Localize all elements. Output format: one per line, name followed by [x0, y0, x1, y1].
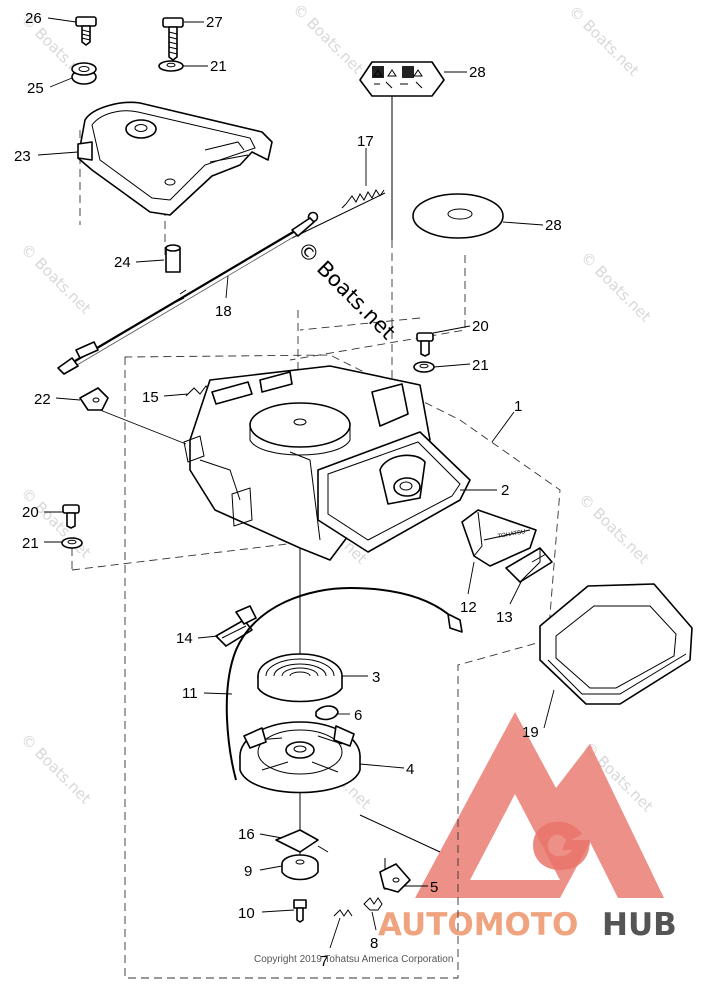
logo-g-mark [533, 821, 590, 870]
logo-word-hub: HUB [602, 907, 677, 943]
rope-11 [225, 586, 463, 781]
cable-18 [57, 211, 319, 375]
logo-word-automoto: AUTOMOTO [378, 907, 578, 943]
bolt-27 [162, 17, 184, 61]
washer-21-left [61, 537, 83, 549]
callout-10: 10 [238, 905, 255, 922]
callout-6: 6 [354, 707, 362, 724]
copyright-text: Copyright 2019 Tohatsu America Corporati… [254, 954, 453, 965]
washer-21-top [158, 60, 184, 72]
callout-21: 21 [22, 535, 39, 552]
bolt-20-right [416, 332, 434, 357]
center-watermark: © Boats.net [292, 237, 400, 345]
handle-brand-text: TOHATSU [497, 529, 526, 540]
callout-1: 1 [514, 398, 522, 415]
washer-21-right [413, 361, 435, 373]
callout-28: 28 [469, 64, 486, 81]
spring-17 [341, 189, 385, 209]
callout-12: 12 [460, 599, 477, 616]
clip-6 [315, 705, 339, 721]
starter-handle-12: TOHATSU [461, 509, 537, 567]
callout-18: 18 [215, 303, 232, 320]
bolt-26 [75, 16, 97, 46]
callout-20: 20 [472, 318, 489, 335]
callout-28: 28 [545, 217, 562, 234]
callout-4: 4 [406, 761, 414, 778]
handle-plate-2 [317, 431, 471, 553]
spring-8 [363, 897, 383, 911]
spring-7 [333, 909, 353, 917]
collar-25 [71, 62, 97, 85]
callout-16: 16 [238, 826, 255, 843]
starter-housing-1 [183, 365, 431, 561]
callout-7: 7 [320, 953, 328, 970]
callout-layer: 26 27 21 25 28 23 17 28 24 18 20 21 22 1… [14, 10, 562, 970]
cap-9 [281, 854, 319, 881]
cover-19 [539, 583, 693, 705]
callout-27: 27 [206, 14, 223, 31]
watermark: © Boats.net [565, 2, 643, 80]
callout-23: 23 [14, 148, 31, 165]
pulley-4 [239, 721, 361, 794]
callout-26: 26 [25, 10, 42, 27]
callout-15: 15 [142, 389, 159, 406]
grip-13 [505, 547, 553, 583]
disc-28 [412, 193, 504, 239]
spring-3 [257, 653, 343, 703]
callout-8: 8 [370, 935, 378, 952]
callout-20: 20 [22, 504, 39, 521]
cover-23 [77, 101, 273, 216]
callout-13: 13 [496, 609, 513, 626]
callout-2: 2 [501, 482, 509, 499]
callout-22: 22 [34, 391, 51, 408]
logo-triangle [415, 712, 664, 898]
callout-3: 3 [372, 669, 380, 686]
callout-14: 14 [176, 630, 193, 647]
callout-19: 19 [522, 724, 539, 741]
callout-5: 5 [430, 879, 438, 896]
screw-10 [293, 899, 307, 923]
watermark: © Boats.net [289, 0, 367, 78]
watermark: © Boats.net [17, 240, 95, 318]
bolt-20-left [62, 504, 80, 529]
callout-21: 21 [472, 357, 489, 374]
callout-11: 11 [182, 685, 198, 702]
callout-24: 24 [114, 254, 131, 271]
watermark: © Boats.net [575, 490, 653, 568]
watermark: © Boats.net [17, 730, 95, 808]
collar-24 [165, 244, 181, 273]
watermark: © Boats.net [577, 248, 655, 326]
callout-17: 17 [357, 133, 374, 150]
callout-25: 25 [27, 80, 44, 97]
decal-28 [359, 61, 445, 97]
callout-21: 21 [210, 58, 227, 75]
bracket-14 [215, 605, 257, 647]
plate-16 [275, 829, 329, 853]
automotohub-logo: AUTOMOTO HUB [378, 712, 677, 943]
callout-9: 9 [244, 863, 252, 880]
clip-22 [79, 387, 109, 411]
